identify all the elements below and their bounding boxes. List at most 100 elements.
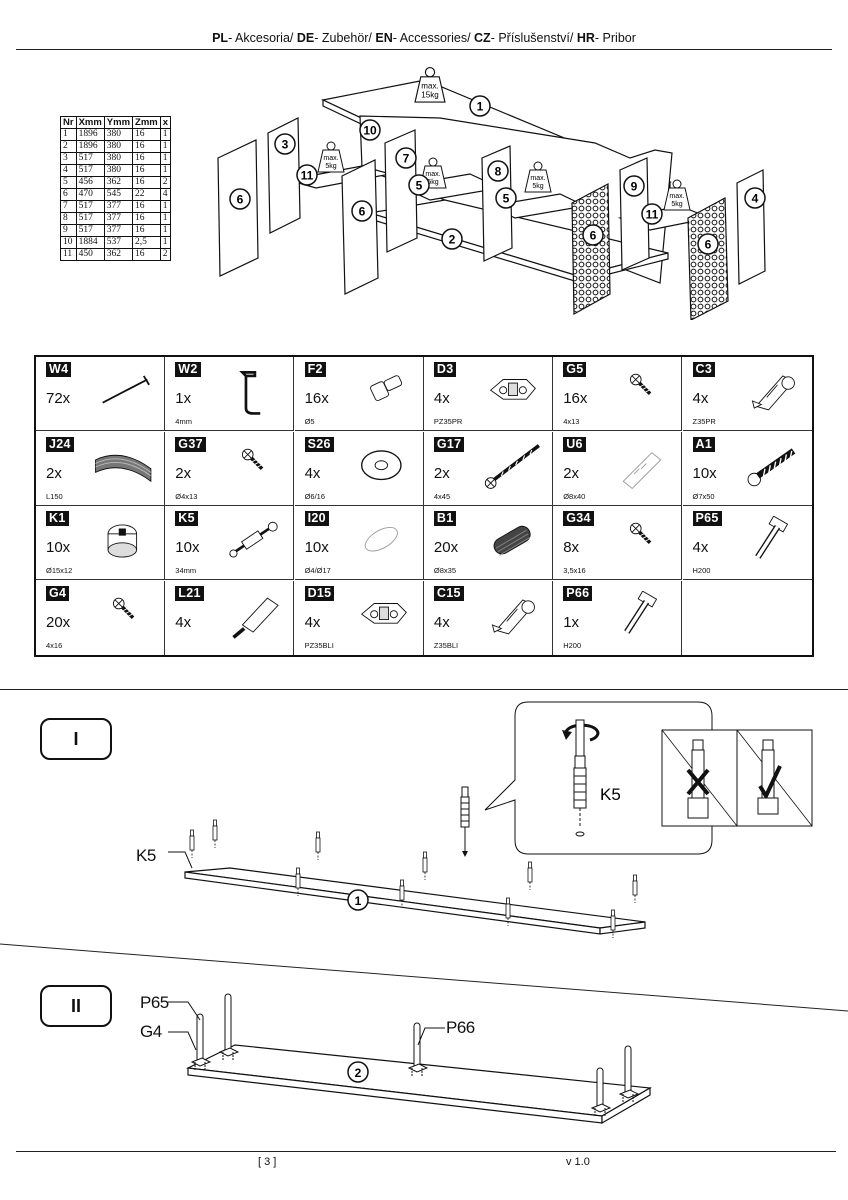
section-divider — [0, 943, 848, 1012]
screw-icon — [112, 597, 135, 619]
part-number: 3 — [282, 138, 289, 152]
table-cell: 1 — [159, 140, 172, 153]
part-number: 9 — [631, 180, 638, 194]
accessory-spec: Z35BLI — [433, 640, 459, 650]
accessory-qty: 8x — [563, 539, 580, 556]
dowel-icon — [493, 525, 531, 556]
accessory-qty: 4x — [433, 390, 450, 407]
col-header: Xmm — [75, 116, 105, 129]
header-label-cz: - Příslušenství/ — [490, 31, 577, 45]
table-cell: 6 — [60, 188, 77, 201]
accessory-code: G4 — [46, 585, 70, 601]
part-number-bubble: 6 — [582, 224, 604, 246]
table-cell: 517 — [75, 212, 105, 225]
table-cell: 377 — [103, 200, 134, 213]
accessory-code: K5 — [175, 511, 198, 526]
part-number: 6 — [237, 193, 244, 207]
accessory-code: G17 — [433, 436, 465, 452]
accessory-code: W4 — [46, 362, 72, 377]
wall-plug-icon — [622, 451, 662, 489]
accessory-code: K1 — [46, 511, 69, 526]
accessory-cell: W4 72x — [36, 357, 165, 431]
weight-value: 5kg — [427, 179, 438, 186]
parts-table-header: Nr Xmm Ymm Zmm x — [60, 116, 172, 129]
table-cell: 380 — [103, 164, 134, 177]
cam-bolt-icon — [399, 879, 405, 908]
weight-label: max. — [323, 155, 338, 162]
accessory-spec: 3,5x16 — [563, 566, 586, 575]
accessory-spec: Ø5 — [304, 417, 315, 426]
accessory-code: D15 — [304, 585, 335, 601]
table-cell: 377 — [103, 224, 134, 237]
step-1-k5-callout: K5 — [136, 846, 156, 865]
table-cell: 16 — [132, 212, 161, 225]
accessory-spec: H200 — [692, 566, 711, 575]
part-number: 6 — [705, 238, 712, 252]
table-cell: 537 — [103, 236, 134, 249]
header-rule — [16, 49, 832, 50]
table-cell: 380 — [103, 152, 134, 165]
leg-icon — [190, 1013, 212, 1070]
part-number: 7 — [403, 152, 410, 166]
part-number: 11 — [646, 208, 659, 222]
table-cell: 4 — [60, 164, 77, 177]
weight-label: max. — [530, 175, 545, 182]
weight-icon: max.5kg — [317, 141, 345, 173]
accessory-qty: 4x — [433, 613, 450, 631]
part-number-bubble: 11 — [296, 164, 318, 186]
part-number-bubble: 4 — [744, 187, 766, 209]
cam-bolt-icon — [505, 897, 511, 926]
hinge-plate-icon — [489, 379, 536, 400]
screw-icon — [242, 448, 264, 470]
accessory-code: C15 — [433, 585, 464, 601]
header-label-en: - Accessories/ — [392, 31, 475, 45]
accessory-qty: 2x — [175, 464, 192, 482]
part-number: 5 — [416, 179, 423, 193]
accessory-qty: 1x — [563, 613, 580, 631]
edge-strip-icon — [95, 454, 152, 482]
step-2-diagram: 2 — [168, 993, 652, 1125]
table-cell: 1 — [159, 152, 172, 165]
accessory-spec: PZ35BLI — [304, 640, 334, 650]
accessory-qty: 72x — [46, 390, 71, 407]
nail-icon — [102, 375, 150, 404]
header-code-pl: PL — [212, 31, 229, 45]
part-number-bubble: 6 — [697, 233, 719, 255]
leg-icon — [624, 590, 658, 634]
accessory-qty: 4x — [304, 464, 321, 482]
cam-bolt-icon — [315, 831, 321, 860]
table-cell: 1896 — [75, 128, 105, 141]
accessory-qty: 10x — [304, 539, 329, 556]
table-cell: 362 — [103, 248, 134, 261]
cam-bolt-icon — [422, 851, 428, 880]
allen-key-icon — [239, 371, 261, 415]
col-header: Nr — [60, 116, 77, 129]
part-number-bubble: 7 — [395, 147, 417, 169]
part-number-bubble: 9 — [623, 175, 645, 197]
table-cell: 5 — [60, 176, 77, 189]
weight-value: 15kg — [421, 91, 438, 100]
part-number: 11 — [301, 169, 314, 183]
step-1-diagram: K5 1 — [168, 701, 813, 938]
col-header: Zmm — [132, 116, 161, 129]
part-number-bubble: 5 — [408, 174, 430, 196]
table-cell: 16 — [132, 152, 161, 165]
accessory-spec: 4x13 — [563, 417, 580, 426]
accessory-qty: 4x — [692, 539, 709, 556]
